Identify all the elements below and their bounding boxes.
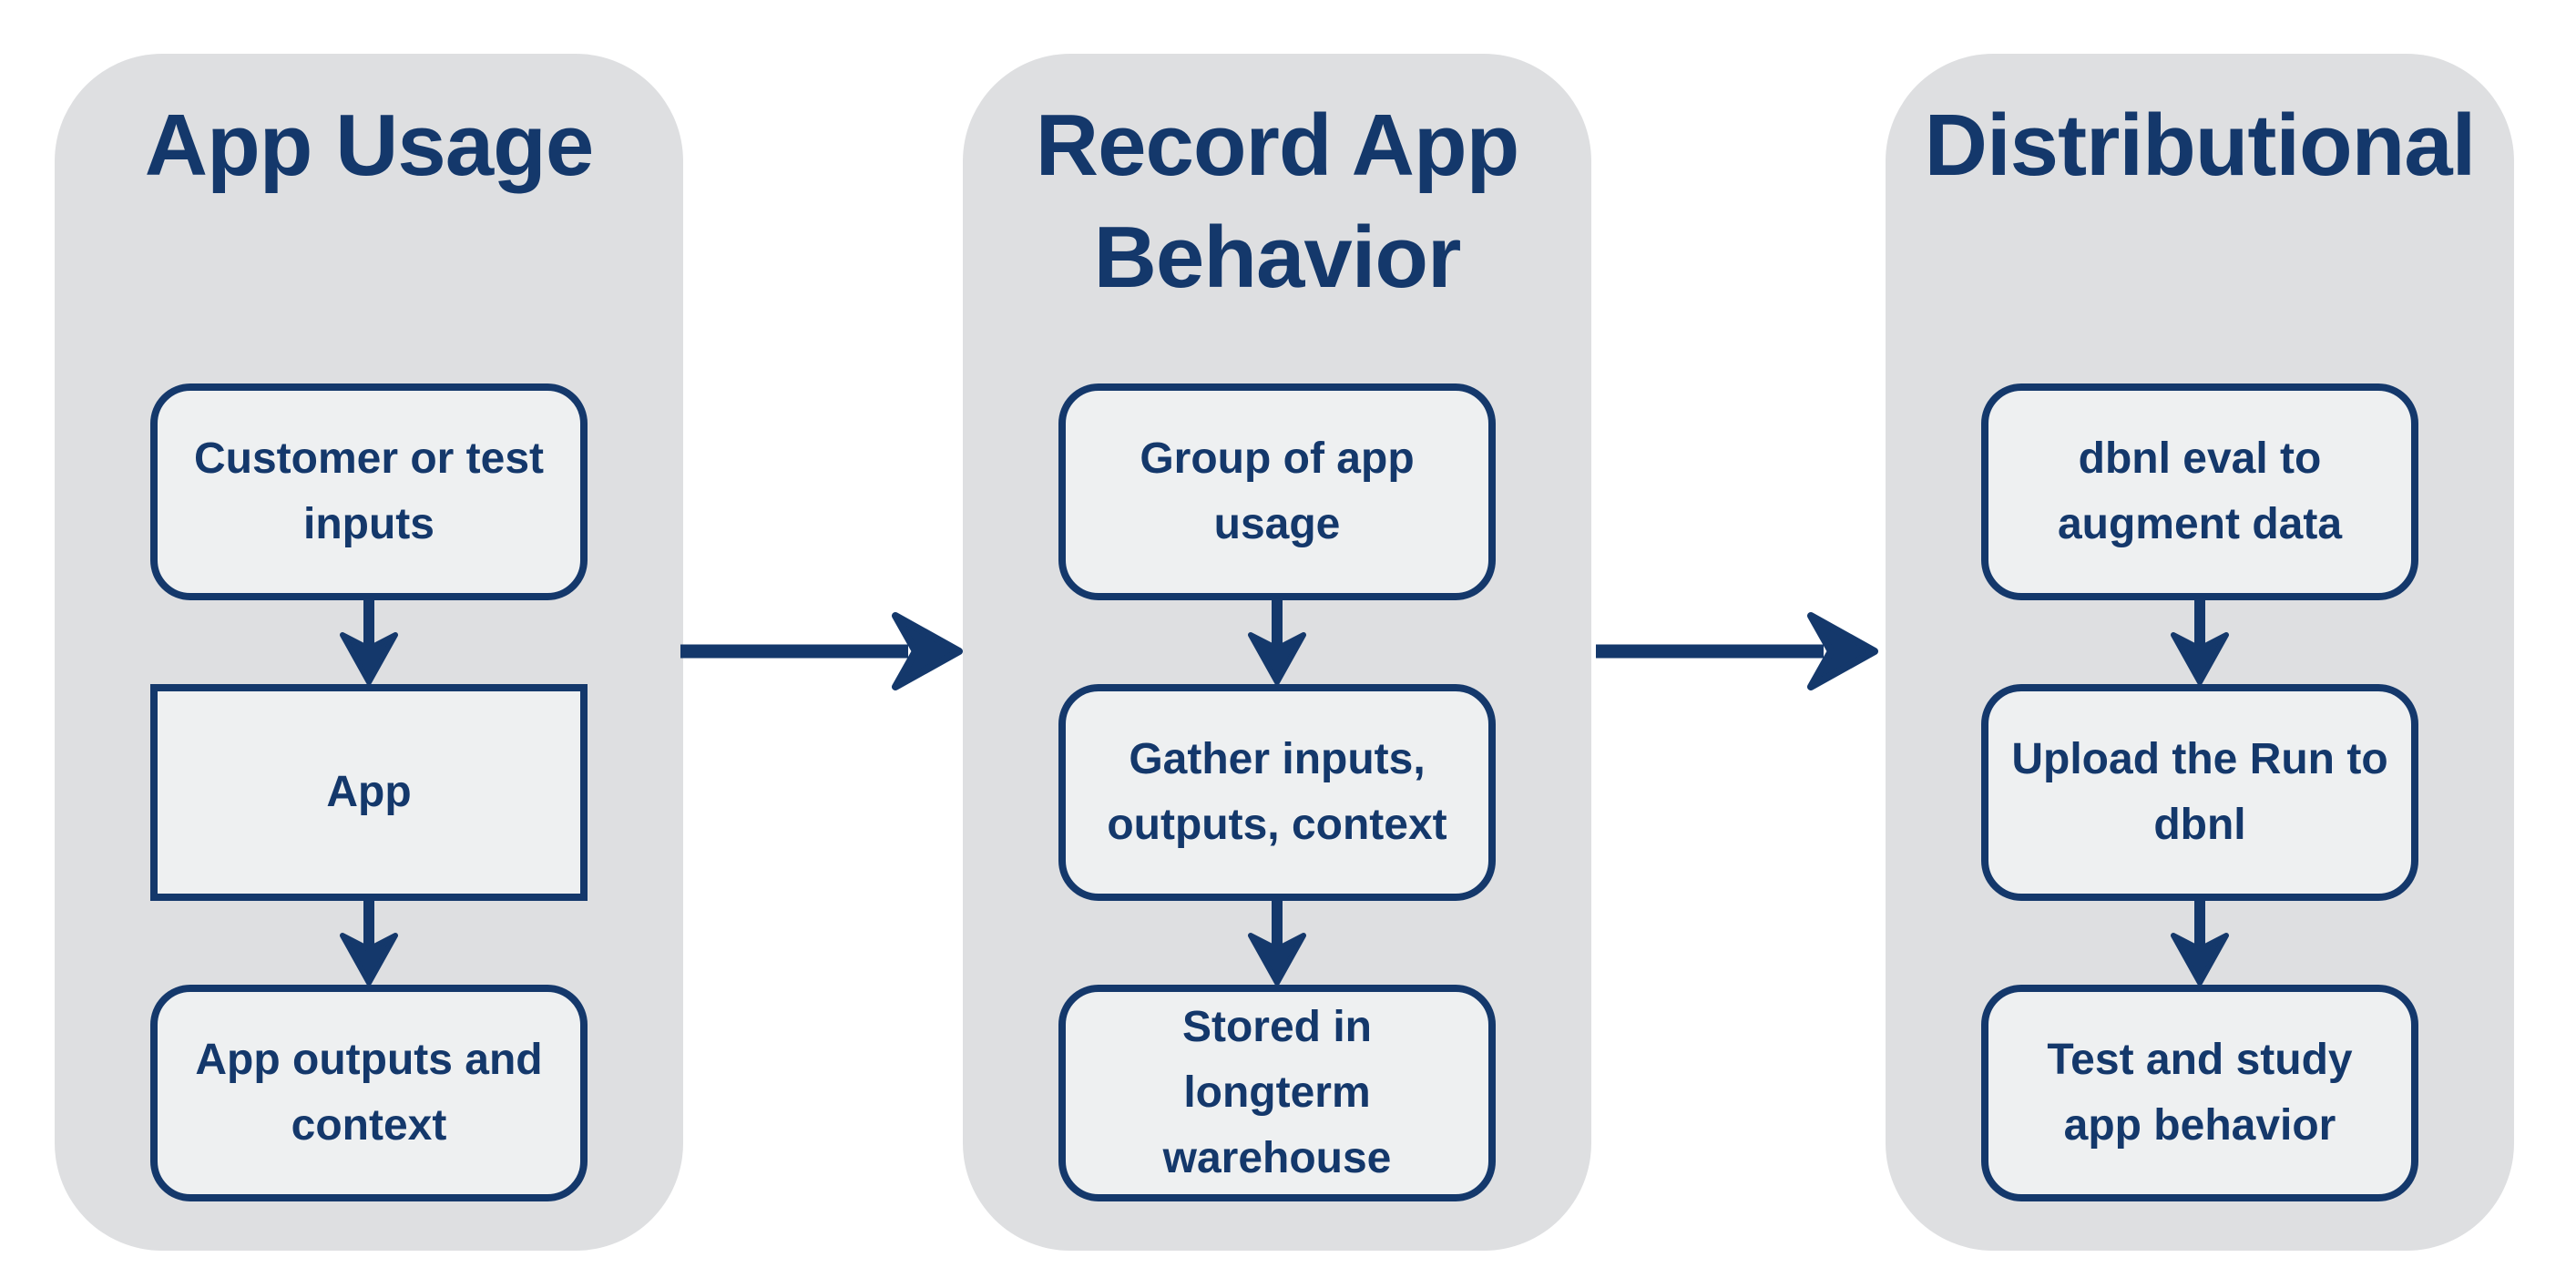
flow-box-label: Upload the Run to dbnl bbox=[2011, 735, 2388, 849]
panel-record-app-behavior: Record App Behavior Group of app usage G… bbox=[963, 54, 1591, 1251]
panel-title: Distributional bbox=[1924, 97, 2477, 194]
flow-box-test-and-study: Test and study app behavior bbox=[1981, 985, 2418, 1201]
flow-arrow-icon bbox=[680, 612, 963, 690]
flow-box-label: Customer or test inputs bbox=[193, 434, 545, 548]
flow-box-group-of-app-usage: Group of app usage bbox=[1058, 383, 1496, 600]
down-arrow-icon bbox=[340, 901, 398, 985]
down-arrow-icon bbox=[1248, 600, 1306, 684]
panel-app-usage: App Usage Customer or test inputs App Ap… bbox=[55, 54, 683, 1251]
flow-box-label: Gather inputs, outputs, context bbox=[1107, 735, 1447, 849]
panel-distributional: Distributional dbnl eval to augment data… bbox=[1886, 54, 2514, 1251]
flow-box-label: Test and study app behavior bbox=[2047, 1036, 2353, 1150]
down-arrow-icon bbox=[340, 600, 398, 684]
flow-box-gather-inputs: Gather inputs, outputs, context bbox=[1058, 684, 1496, 901]
flow-box-app-outputs: App outputs and context bbox=[150, 985, 588, 1201]
panel-title: App Usage bbox=[144, 97, 594, 194]
down-arrow-icon bbox=[2171, 901, 2229, 985]
flow-box-app: App bbox=[150, 684, 588, 901]
flow-box-label: App outputs and context bbox=[195, 1036, 543, 1150]
flow-box-customer-inputs: Customer or test inputs bbox=[150, 383, 588, 600]
down-arrow-icon bbox=[2171, 600, 2229, 684]
flow-box-label: App bbox=[326, 768, 412, 816]
panel-title: Record App Behavior bbox=[1035, 97, 1519, 306]
flow-box-label: dbnl eval to augment data bbox=[2057, 434, 2343, 548]
flow-box-label: Group of app usage bbox=[1140, 434, 1415, 548]
down-arrow-icon bbox=[1248, 901, 1306, 985]
flow-box-dbnl-eval: dbnl eval to augment data bbox=[1981, 383, 2418, 600]
flow-box-label: Stored in longterm warehouse bbox=[1162, 1003, 1392, 1182]
flow-box-stored-warehouse: Stored in longterm warehouse bbox=[1058, 985, 1496, 1201]
flow-arrow-icon bbox=[1596, 612, 1878, 690]
flow-box-upload-run: Upload the Run to dbnl bbox=[1981, 684, 2418, 901]
